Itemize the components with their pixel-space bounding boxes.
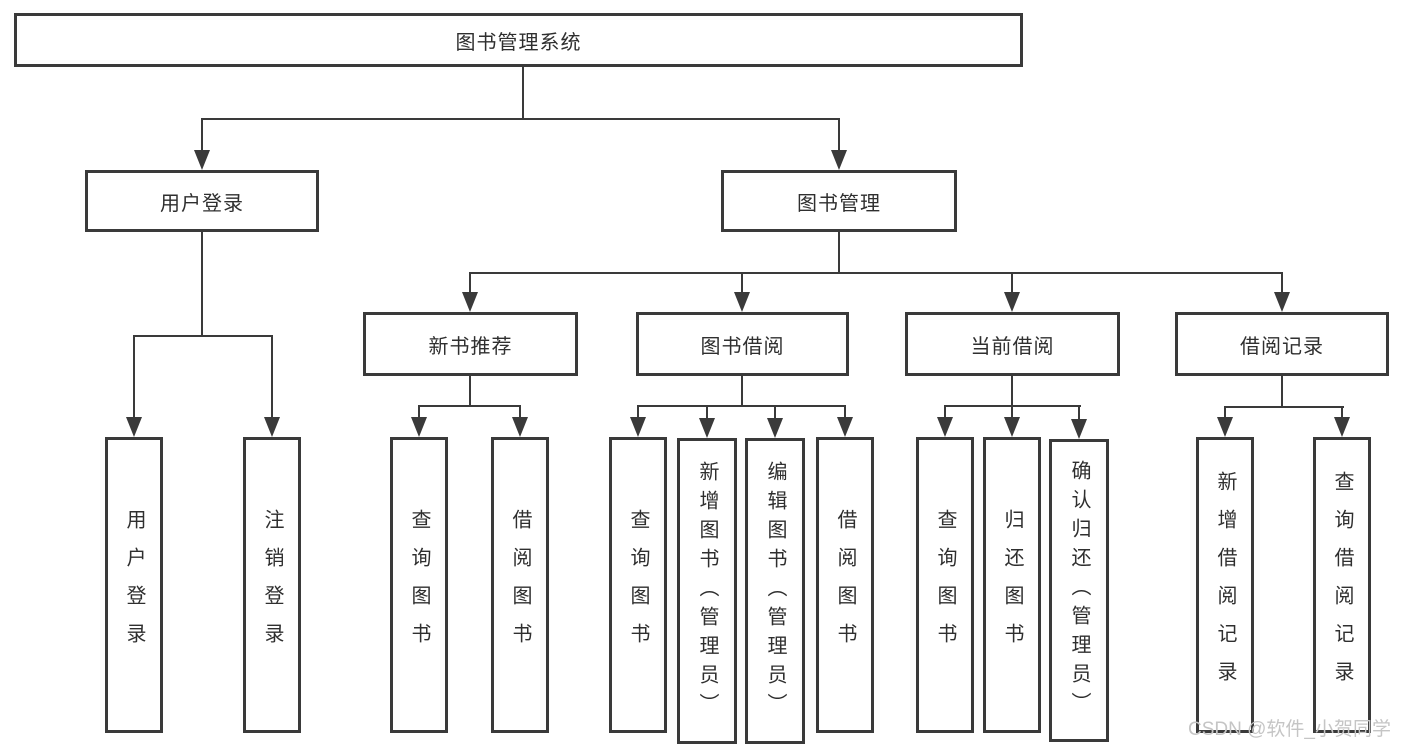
leaf-bb-add-book-admin: 新增图书（管理员）: [677, 438, 737, 744]
arrowhead-br-query: [1334, 417, 1350, 437]
leaf-rec-borrow-book-label: 借阅图书: [509, 509, 531, 661]
node-current-borrowing-label: 当前借阅: [970, 335, 1055, 358]
connector-drop-user-login: [201, 118, 203, 152]
connector-user-login-branch: [133, 335, 273, 337]
node-book-borrowing-label: 图书借阅: [700, 335, 785, 358]
connector-level2-branch: [469, 272, 1283, 274]
leaf-rec-borrow-book: 借阅图书: [491, 437, 549, 733]
connector-book-borrow-branch: [637, 405, 846, 407]
arrowhead-br-add: [1217, 417, 1233, 437]
node-current-borrowing: 当前借阅: [905, 312, 1120, 376]
node-book-management: 图书管理: [721, 170, 957, 232]
node-book-borrowing: 图书借阅: [636, 312, 849, 376]
node-new-book-recommend: 新书推荐: [363, 312, 578, 376]
leaf-rec-query-book-label: 查询图书: [408, 509, 430, 661]
leaf-br-query-record-label: 查询借阅记录: [1331, 471, 1353, 699]
leaf-bb-borrow-book: 借阅图书: [816, 437, 874, 733]
arrowhead-book-borrow: [734, 292, 750, 312]
connector-borrow-records-stem: [1281, 375, 1283, 406]
arrowhead-user-login: [194, 150, 210, 170]
leaf-bb-edit-book-admin: 编辑图书（管理员）: [745, 438, 805, 744]
node-library-system: 图书管理系统: [14, 13, 1023, 67]
leaf-bb-query-book: 查询图书: [609, 437, 667, 733]
connector-level1-branch: [201, 118, 840, 120]
leaf-bb-borrow-book-label: 借阅图书: [834, 509, 856, 661]
connector-drop-cb-return: [1011, 405, 1013, 419]
connector-drop-bb-add: [706, 405, 708, 419]
leaf-user-login: 用户登录: [105, 437, 163, 733]
connector-borrow-records-branch: [1224, 406, 1344, 408]
node-user-login: 用户登录: [85, 170, 319, 232]
connector-drop-bb-edit: [774, 405, 776, 419]
csdn-watermark: CSDN @软件_小贺同学: [1188, 719, 1391, 740]
arrowhead-rec-query: [411, 417, 427, 437]
leaf-cb-return-book-label: 归还图书: [1001, 509, 1023, 661]
connector-drop-leaf-user-login: [133, 335, 135, 419]
connector-drop-br-add: [1224, 406, 1226, 419]
leaf-bb-query-book-label: 查询图书: [627, 509, 649, 661]
connector-book-borrow-stem: [741, 375, 743, 405]
connector-new-book-stem: [469, 375, 471, 405]
connector-user-login-stem: [201, 231, 203, 335]
arrowhead-bb-borrow: [837, 417, 853, 437]
arrowhead-new-book: [462, 292, 478, 312]
node-user-login-label: 用户登录: [160, 192, 244, 215]
leaf-cb-return-book: 归还图书: [983, 437, 1041, 733]
leaf-rec-query-book: 查询图书: [390, 437, 448, 733]
leaf-logout-label: 注销登录: [261, 509, 283, 661]
leaf-br-add-record: 新增借阅记录: [1196, 437, 1254, 733]
connector-drop-bb-query: [637, 405, 639, 419]
node-book-management-label: 图书管理: [797, 192, 881, 215]
connector-new-book-branch: [418, 405, 521, 407]
node-new-book-recommend-label: 新书推荐: [428, 335, 513, 358]
connector-drop-new-book: [469, 272, 471, 294]
leaf-bb-edit-book-admin-label: 编辑图书（管理员）: [764, 460, 786, 722]
connector-drop-cb-query: [944, 405, 946, 419]
leaf-bb-add-book-admin-label: 新增图书（管理员）: [696, 460, 718, 722]
arrowhead-cb-return: [1004, 417, 1020, 437]
arrowhead-leaf-user-login: [126, 417, 142, 437]
arrowhead-cb-confirm: [1071, 419, 1087, 439]
connector-drop-rec-query: [418, 405, 420, 419]
connector-drop-current-borrow: [1011, 272, 1013, 294]
leaf-cb-confirm-return-admin: 确认归还（管理员）: [1049, 439, 1109, 742]
leaf-logout: 注销登录: [243, 437, 301, 733]
arrowhead-bb-add: [699, 418, 715, 438]
connector-book-mgmt-stem: [838, 231, 840, 272]
node-borrow-records: 借阅记录: [1175, 312, 1389, 376]
connector-drop-borrow-records: [1281, 272, 1283, 294]
leaf-cb-confirm-return-admin-label: 确认归还（管理员）: [1068, 460, 1090, 721]
arrowhead-book-mgmt: [831, 150, 847, 170]
leaf-br-query-record: 查询借阅记录: [1313, 437, 1371, 733]
node-library-system-label: 图书管理系统: [455, 31, 582, 54]
arrowhead-bb-edit: [767, 418, 783, 438]
arrowhead-cb-query: [937, 417, 953, 437]
connector-drop-bb-borrow: [844, 405, 846, 419]
connector-drop-cb-confirm: [1078, 405, 1080, 419]
leaf-cb-query-book: 查询图书: [916, 437, 974, 733]
arrowhead-leaf-logout: [264, 417, 280, 437]
connector-drop-rec-borrow: [519, 405, 521, 419]
leaf-user-login-label: 用户登录: [123, 509, 145, 661]
arrowhead-rec-borrow: [512, 417, 528, 437]
connector-root-stem: [522, 67, 524, 118]
arrowhead-bb-query: [630, 417, 646, 437]
leaf-cb-query-book-label: 查询图书: [934, 509, 956, 661]
leaf-br-add-record-label: 新增借阅记录: [1214, 471, 1236, 699]
connector-drop-book-borrow: [741, 272, 743, 294]
arrowhead-borrow-records: [1274, 292, 1290, 312]
node-borrow-records-label: 借阅记录: [1240, 335, 1324, 358]
connector-current-borrow-stem: [1011, 375, 1013, 405]
arrowhead-current-borrow: [1004, 292, 1020, 312]
connector-drop-leaf-logout: [271, 335, 273, 419]
connector-drop-book-mgmt: [838, 118, 840, 152]
connector-drop-br-query: [1341, 406, 1343, 419]
